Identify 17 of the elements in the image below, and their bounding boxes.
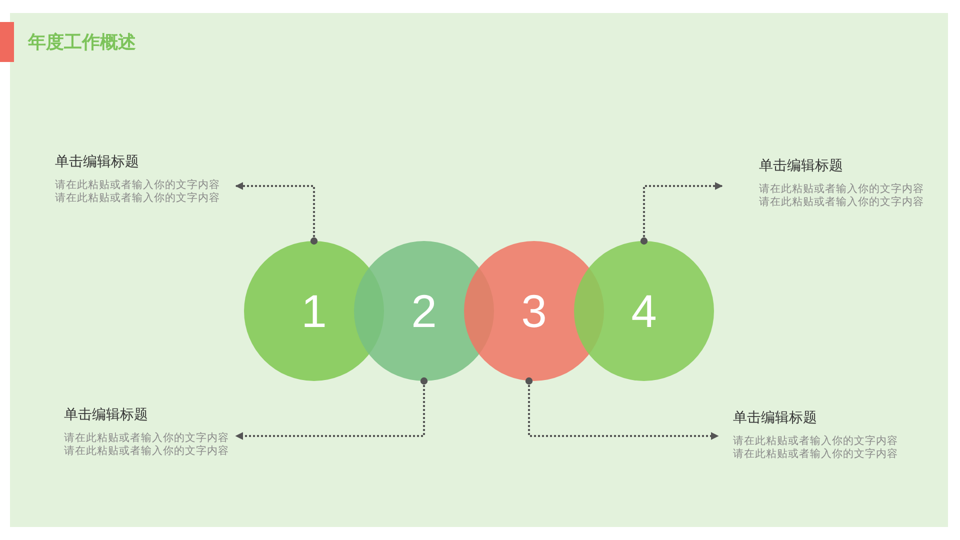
heading-text: 单击编辑标题	[733, 409, 817, 427]
body-text: 请在此粘贴或者输入你的文字内容请在此粘贴或者输入你的文字内容	[759, 183, 924, 208]
heading-text: 单击编辑标题	[64, 406, 148, 424]
circle-number: 1	[301, 288, 327, 334]
body-text: 请在此粘贴或者输入你的文字内容请在此粘贴或者输入你的文字内容	[64, 432, 229, 458]
leader-arrow	[640, 182, 723, 245]
body-text: 请在此粘贴或者输入你的文字内容请在此粘贴或者输入你的文字内容	[733, 435, 898, 460]
circle-number: 3	[521, 288, 547, 334]
leader-arrow	[235, 182, 318, 245]
slide-title: 年度工作概述	[28, 31, 136, 54]
leader-arrow	[235, 377, 428, 440]
heading-text: 单击编辑标题	[55, 153, 139, 171]
circle-number: 2	[411, 288, 437, 334]
body-text: 请在此粘贴或者输入你的文字内容请在此粘贴或者输入你的文字内容	[55, 179, 220, 204]
heading-text: 单击编辑标题	[759, 157, 843, 175]
leader-arrow	[525, 377, 719, 440]
circle-number: 4	[631, 288, 657, 334]
